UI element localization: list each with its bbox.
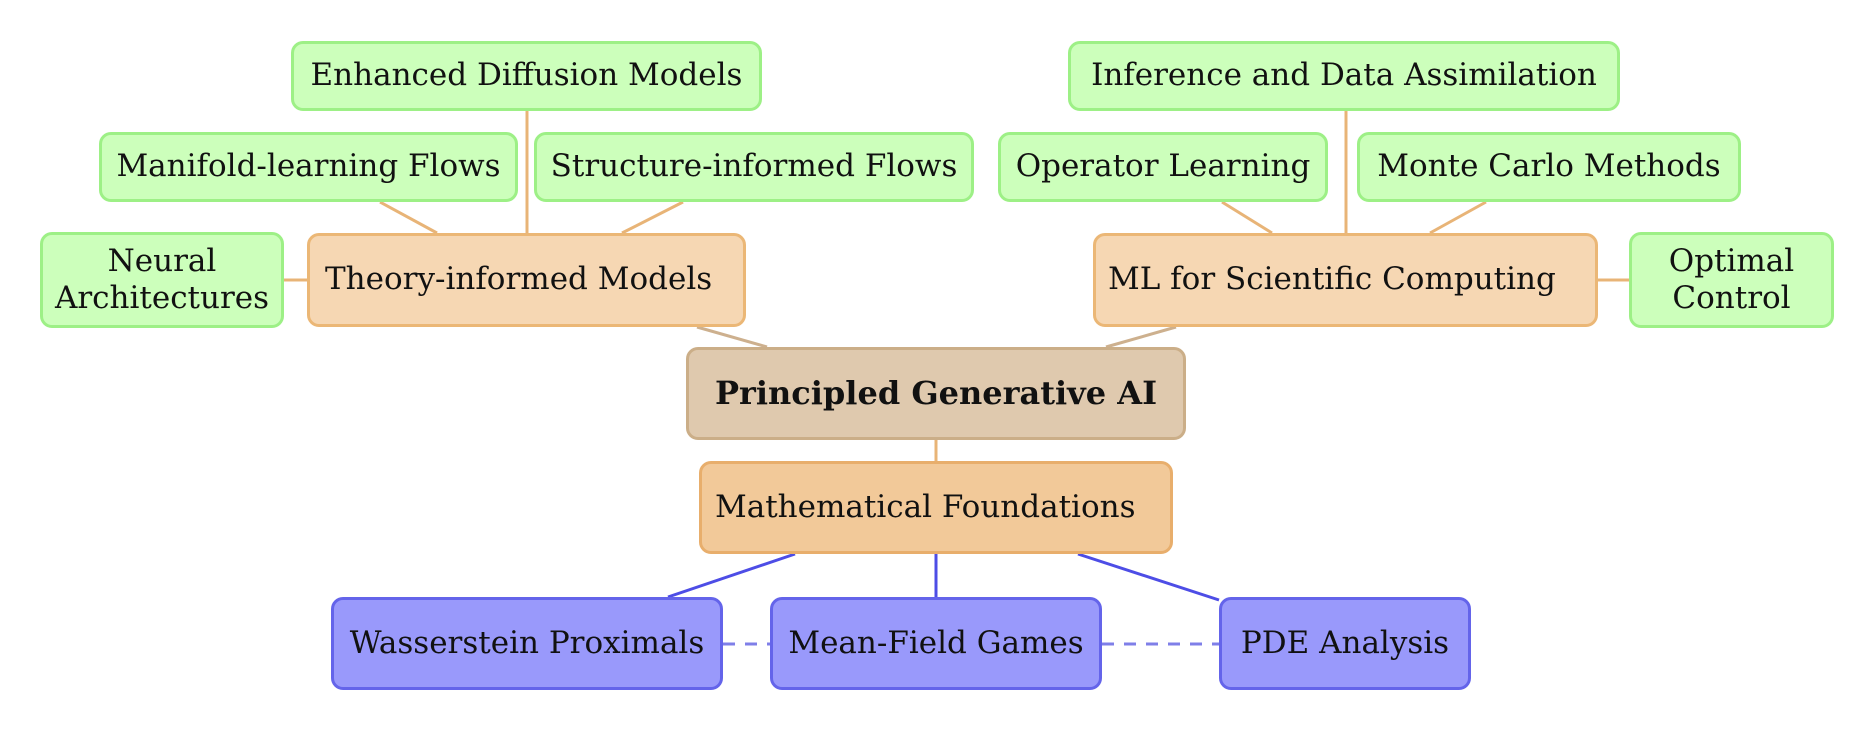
node-theory-informed-models: Theory-informed Models bbox=[307, 233, 746, 327]
node-label: PDE Analysis bbox=[1240, 624, 1450, 661]
edge-scientific-monte-carlo bbox=[1429, 200, 1487, 235]
edge-theory-manifold-flows bbox=[379, 200, 438, 235]
edge-foundations-pde bbox=[1077, 552, 1220, 602]
node-label: Inference and Data Assimilation bbox=[1091, 57, 1597, 94]
node-pde-analysis: PDE Analysis bbox=[1219, 597, 1471, 690]
node-label: Manifold-learning Flows bbox=[116, 148, 501, 185]
node-label: ML for Scientific Computing bbox=[1108, 261, 1556, 298]
node-label: Operator Learning bbox=[1015, 148, 1311, 185]
edge-root-scientific bbox=[1105, 325, 1177, 349]
node-mean-field-games: Mean-Field Games bbox=[770, 597, 1102, 690]
node-label: Structure-informed Flows bbox=[550, 148, 958, 185]
node-label: Theory-informed Models bbox=[325, 261, 713, 298]
node-monte-carlo-methods: Monte Carlo Methods bbox=[1357, 132, 1741, 202]
node-ml-scientific-computing: ML for Scientific Computing bbox=[1093, 233, 1598, 327]
edge-root-theory bbox=[696, 325, 768, 349]
node-label: Enhanced Diffusion Models bbox=[310, 57, 743, 94]
node-operator-learning: Operator Learning bbox=[998, 132, 1328, 202]
node-neural-architectures: Neural Architectures bbox=[40, 232, 284, 328]
node-label: Neural Architectures bbox=[54, 242, 270, 316]
node-mathematical-foundations: Mathematical Foundations bbox=[699, 461, 1173, 554]
node-structure-informed-flows: Structure-informed Flows bbox=[534, 132, 974, 202]
node-inference-data-assimilation: Inference and Data Assimilation bbox=[1068, 41, 1620, 111]
node-label: Principled Generative AI bbox=[714, 374, 1158, 413]
node-label: Wasserstein Proximals bbox=[349, 624, 705, 661]
edge-foundations-wasserstein bbox=[667, 552, 796, 599]
node-optimal-control: Optimal Control bbox=[1629, 232, 1834, 328]
node-principled-generative-ai: Principled Generative AI bbox=[686, 347, 1186, 440]
node-label: Mathematical Foundations bbox=[715, 488, 1136, 525]
node-label: Optimal Control bbox=[1668, 242, 1795, 316]
node-label: Mean-Field Games bbox=[788, 624, 1084, 661]
node-wasserstein-proximals: Wasserstein Proximals bbox=[331, 597, 723, 690]
node-enhanced-diffusion-models: Enhanced Diffusion Models bbox=[291, 41, 762, 111]
edge-theory-structure-flows bbox=[621, 200, 684, 235]
node-manifold-learning-flows: Manifold-learning Flows bbox=[99, 132, 518, 202]
edge-scientific-operator-learning bbox=[1221, 200, 1273, 235]
node-label: Monte Carlo Methods bbox=[1377, 148, 1721, 185]
